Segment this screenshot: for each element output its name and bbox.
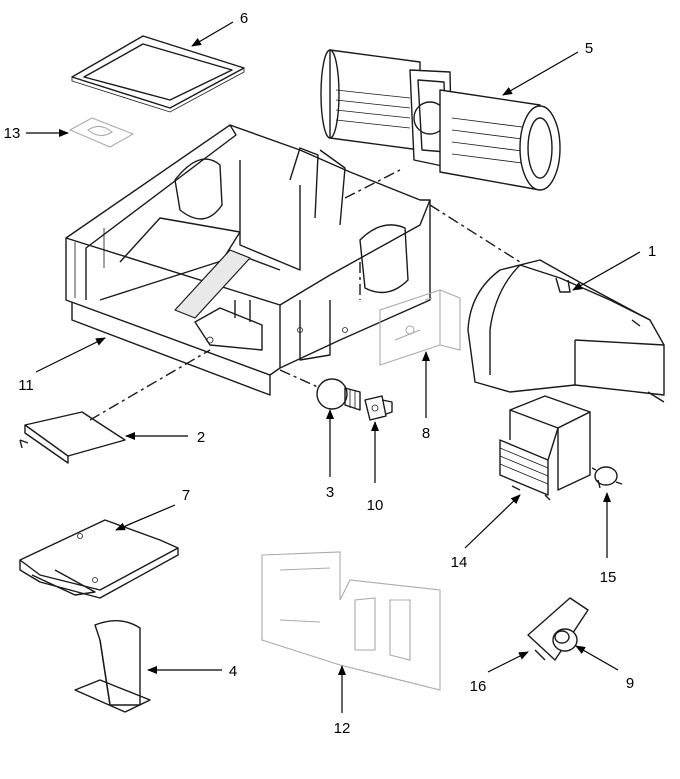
part-12-circuit-board [261,551,441,691]
callout-12: 12 [334,720,351,737]
callout-13: 13 [4,125,21,142]
callout-7: 7 [182,487,190,504]
part-9-knob [552,628,578,652]
leader-arrows [26,21,641,713]
part-1-air-duct [467,259,665,403]
part-13-gasket [68,117,135,148]
callout-8: 8 [422,425,430,442]
part-10-lamp-socket [364,395,393,421]
callout-15: 15 [600,569,617,586]
callout-2: 2 [197,429,205,446]
callout-10: 10 [367,497,384,514]
part-6-filter-frame [71,35,245,113]
part-2-lamp-cover [19,411,126,464]
callout-labels: 6 5 13 1 11 2 8 3 10 7 14 15 4 16 9 12 [4,10,657,737]
part-15-thermal-switch [591,466,623,489]
callout-16: 16 [470,678,487,695]
part-16-bracket [527,597,589,661]
callout-5: 5 [585,40,593,57]
callout-1: 1 [648,243,656,260]
callout-14: 14 [451,554,468,571]
part-5-blower-assembly [320,49,561,191]
callout-3: 3 [326,484,334,501]
callout-4: 4 [229,663,237,680]
part-3-light-bulb [316,378,361,411]
part-14-transformer [499,395,591,501]
assembly-lines [89,169,521,421]
callout-11: 11 [18,377,34,394]
part-11-base-housing [65,124,431,396]
callout-6: 6 [240,10,248,27]
part-4-vent [74,620,151,713]
part-8-bracket [379,289,461,366]
callout-9: 9 [626,675,634,692]
part-7-plate [19,519,179,599]
